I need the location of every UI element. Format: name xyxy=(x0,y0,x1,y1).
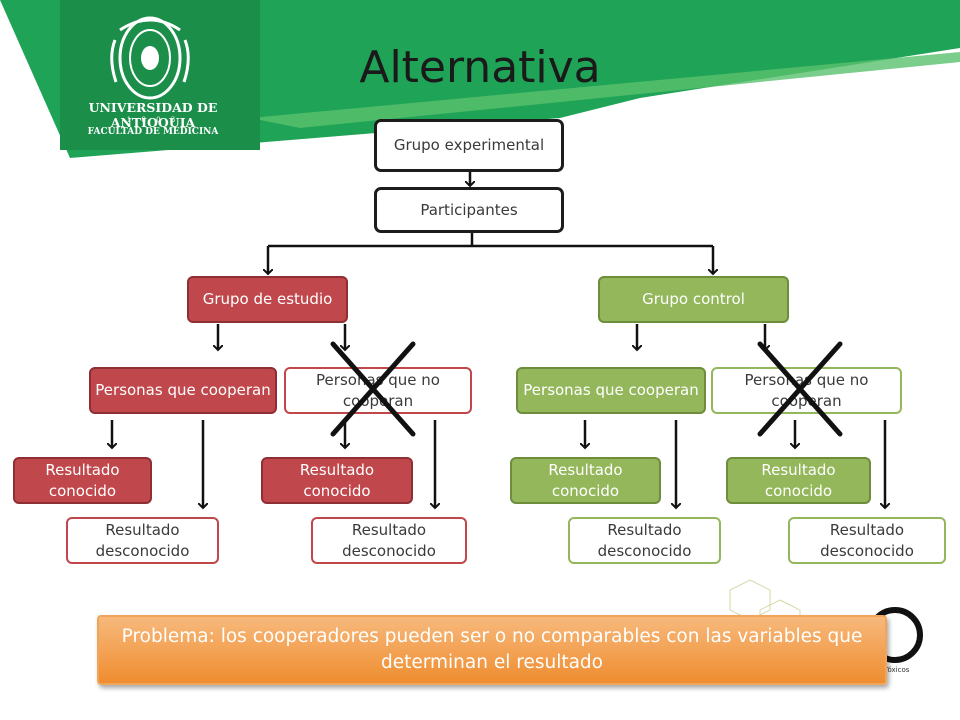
grupo-estudio-box: Grupo de estudio xyxy=(187,276,348,323)
resultado-conocido-box-2: Resultado conocido xyxy=(261,457,413,504)
control-cooperan-box: Personas que cooperan xyxy=(516,367,706,414)
slide-title: Alternativa xyxy=(359,42,601,93)
control-no-cooperan-box: Personas que no cooperan xyxy=(711,367,902,414)
estudio-no-cooperan-box: Personas que no cooperan xyxy=(284,367,472,414)
resultado-desconocido-box-4: Resultado desconocido xyxy=(788,517,946,564)
estudio-cooperan-box: Personas que cooperan xyxy=(89,367,277,414)
resultado-desconocido-box-2: Resultado desconocido xyxy=(311,517,467,564)
problem-text: Problema: los cooperadores pueden ser o … xyxy=(121,626,863,673)
grupo-control-box: Grupo control xyxy=(598,276,789,323)
logo-university-name: UNIVERSIDAD DE ANTIOQUIA xyxy=(88,100,218,130)
university-seal-logo xyxy=(110,16,190,100)
resultado-conocido-box-3: Resultado conocido xyxy=(510,457,661,504)
logo-faculty: FACULTAD DE MEDICINA xyxy=(87,127,219,137)
problem-callout: Problema: los cooperadores pueden ser o … xyxy=(97,615,887,685)
grupo-experimental-box: Grupo experimental xyxy=(374,119,564,172)
resultado-conocido-box-4: Resultado conocido xyxy=(726,457,871,504)
watermark-caption: y Tóxicos xyxy=(878,666,910,674)
resultado-desconocido-box-3: Resultado desconocido xyxy=(568,517,721,564)
resultado-conocido-box-1: Resultado conocido xyxy=(13,457,152,504)
header-banner xyxy=(0,0,960,158)
logo-year: 1 8 0 3 xyxy=(126,116,180,124)
resultado-desconocido-box-1: Resultado desconocido xyxy=(66,517,219,564)
participantes-box: Participantes xyxy=(374,187,564,233)
